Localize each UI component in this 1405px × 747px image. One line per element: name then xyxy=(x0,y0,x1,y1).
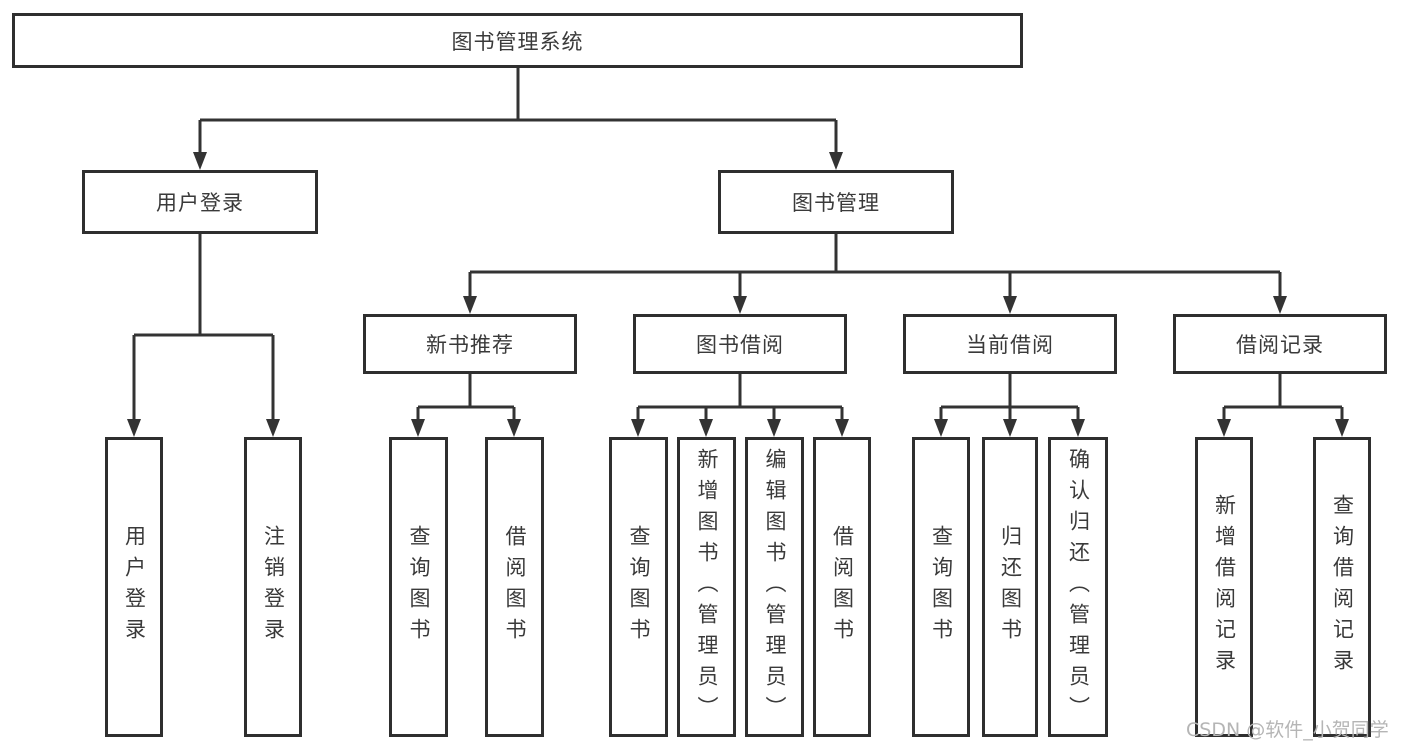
leaf-newbooks-borrow-books: 借阅图书 xyxy=(485,437,544,737)
node-label: 图书管理 xyxy=(792,191,880,215)
node-label: 当前借阅 xyxy=(966,333,1054,357)
leaf-borrowing-edit-books-admin: 编辑图书（管理员） xyxy=(745,437,804,737)
node-label: 借阅记录 xyxy=(1236,333,1324,357)
leaf-label: 借阅图书 xyxy=(503,525,527,649)
node-new-book-recommend: 新书推荐 xyxy=(363,314,577,374)
node-label: 图书管理系统 xyxy=(451,29,584,54)
node-current-borrowing: 当前借阅 xyxy=(903,314,1117,374)
leaf-label: 借阅图书 xyxy=(830,525,855,649)
leaf-label: 查询借阅记录 xyxy=(1330,494,1355,680)
leaf-records-query-borrow-record: 查询借阅记录 xyxy=(1313,437,1371,737)
leaf-label: 新增图书（管理员） xyxy=(695,447,719,727)
leaf-borrowing-query-books: 查询图书 xyxy=(609,437,668,737)
node-borrow-records: 借阅记录 xyxy=(1173,314,1387,374)
csdn-watermark: CSDN @软件_小贺同学 xyxy=(1186,719,1389,741)
leaf-current-return-books: 归还图书 xyxy=(982,437,1038,737)
leaf-label: 编辑图书（管理员） xyxy=(763,447,787,727)
leaf-label: 新增借阅记录 xyxy=(1212,494,1237,680)
leaf-current-query-books: 查询图书 xyxy=(912,437,970,737)
node-label: 新书推荐 xyxy=(426,333,514,357)
leaf-borrowing-borrow-books: 借阅图书 xyxy=(813,437,871,737)
leaf-label: 查询图书 xyxy=(929,525,954,649)
node-label: 用户登录 xyxy=(156,191,244,215)
leaf-label: 归还图书 xyxy=(998,525,1023,649)
leaf-label: 注销登录 xyxy=(261,525,286,649)
leaf-records-add-borrow-record: 新增借阅记录 xyxy=(1195,437,1253,737)
leaf-label: 查询图书 xyxy=(407,525,431,649)
node-book-borrowing: 图书借阅 xyxy=(633,314,847,374)
leaf-label: 查询图书 xyxy=(627,525,651,649)
leaf-label: 用户登录 xyxy=(122,525,147,649)
leaf-newbooks-query-books: 查询图书 xyxy=(389,437,448,737)
leaf-current-confirm-return-admin: 确认归还（管理员） xyxy=(1048,437,1108,737)
leaf-label: 确认归还（管理员） xyxy=(1066,447,1091,727)
leaf-borrowing-add-books-admin: 新增图书（管理员） xyxy=(677,437,736,737)
node-label: 图书借阅 xyxy=(696,333,784,357)
node-user-login: 用户登录 xyxy=(82,170,318,234)
node-system-root: 图书管理系统 xyxy=(12,13,1023,68)
leaf-logout: 注销登录 xyxy=(244,437,302,737)
node-book-management: 图书管理 xyxy=(718,170,954,234)
leaf-user-login: 用户登录 xyxy=(105,437,163,737)
